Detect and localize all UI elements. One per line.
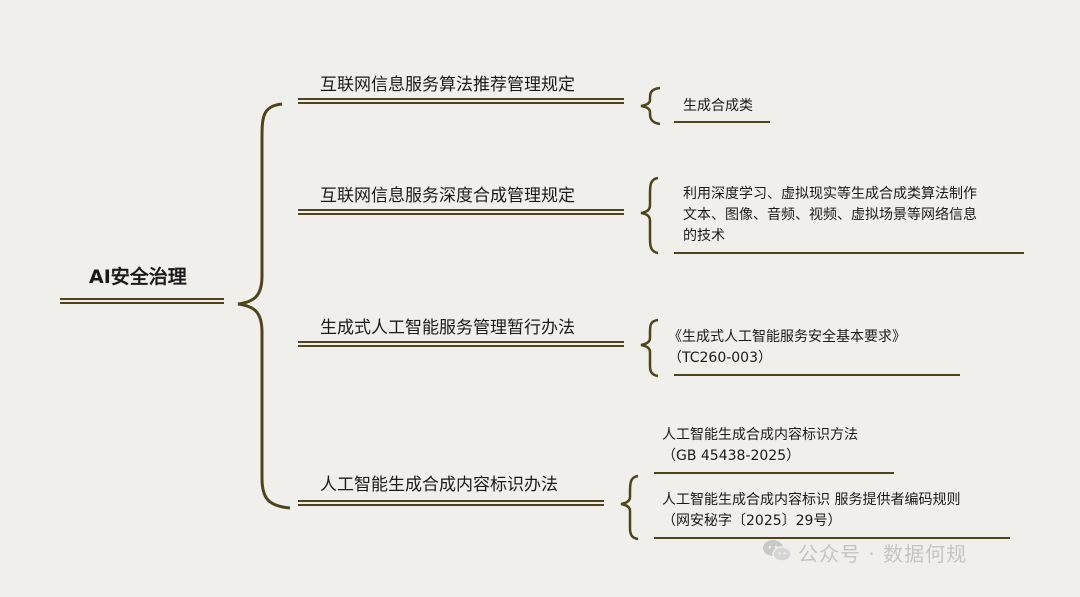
branch3-brace <box>640 318 659 378</box>
leaf-underline-2-1 <box>674 252 1024 254</box>
branch-underline-2 <box>298 209 624 215</box>
branch-label-4: 人工智能生成合成内容标识办法 <box>320 475 558 495</box>
root-underline <box>60 298 224 304</box>
branch-label-1: 互联网信息服务算法推荐管理规定 <box>320 75 575 95</box>
branch-label-2: 互联网信息服务深度合成管理规定 <box>320 186 575 206</box>
branch-underline-3 <box>298 341 624 347</box>
leaf-underline-3-1 <box>674 374 960 376</box>
leaf-4-2-line-1: 人工智能生成合成内容标识 服务提供者编码规则 <box>662 492 961 508</box>
leaf-3-1-line-1: 《生成式人工智能服务安全基本要求》 <box>668 329 906 345</box>
leaf-4-1-line-2: （GB 45438-2025） <box>662 448 801 464</box>
leaf-underline-4-2 <box>654 537 1010 539</box>
root-node-label: AI安全治理 <box>89 266 187 288</box>
leaf-2-1-line-3: 的技术 <box>683 228 725 244</box>
wechat-icon <box>763 540 792 562</box>
branch-underline-1 <box>298 98 624 104</box>
leaf-underline-1-1 <box>674 121 770 123</box>
leaf-underline-4-1 <box>654 472 894 474</box>
leaf-2-1-line-1: 利用深度学习、虚拟现实等生成合成类算法制作 <box>683 186 977 202</box>
leaf-3-1-line-2: （TC260-003） <box>668 350 773 366</box>
branch2-brace <box>640 176 659 255</box>
branch4-brace <box>620 474 639 541</box>
watermark-text: 公众号 · 数据何规 <box>798 542 968 566</box>
branch-label-3: 生成式人工智能服务管理暂行办法 <box>320 318 575 338</box>
branch1-brace <box>640 86 661 126</box>
branch-underline-4 <box>298 500 604 506</box>
leaf-2-1-line-2: 文本、图像、音频、视频、虚拟场景等网络信息 <box>683 207 977 223</box>
leaf-4-1-line-1: 人工智能生成合成内容标识方法 <box>662 427 858 443</box>
leaf-1-1-line-1: 生成合成类 <box>683 98 753 114</box>
root-brace <box>237 102 291 510</box>
leaf-4-2-line-2: （网安秘字〔2025〕29号） <box>662 513 842 529</box>
